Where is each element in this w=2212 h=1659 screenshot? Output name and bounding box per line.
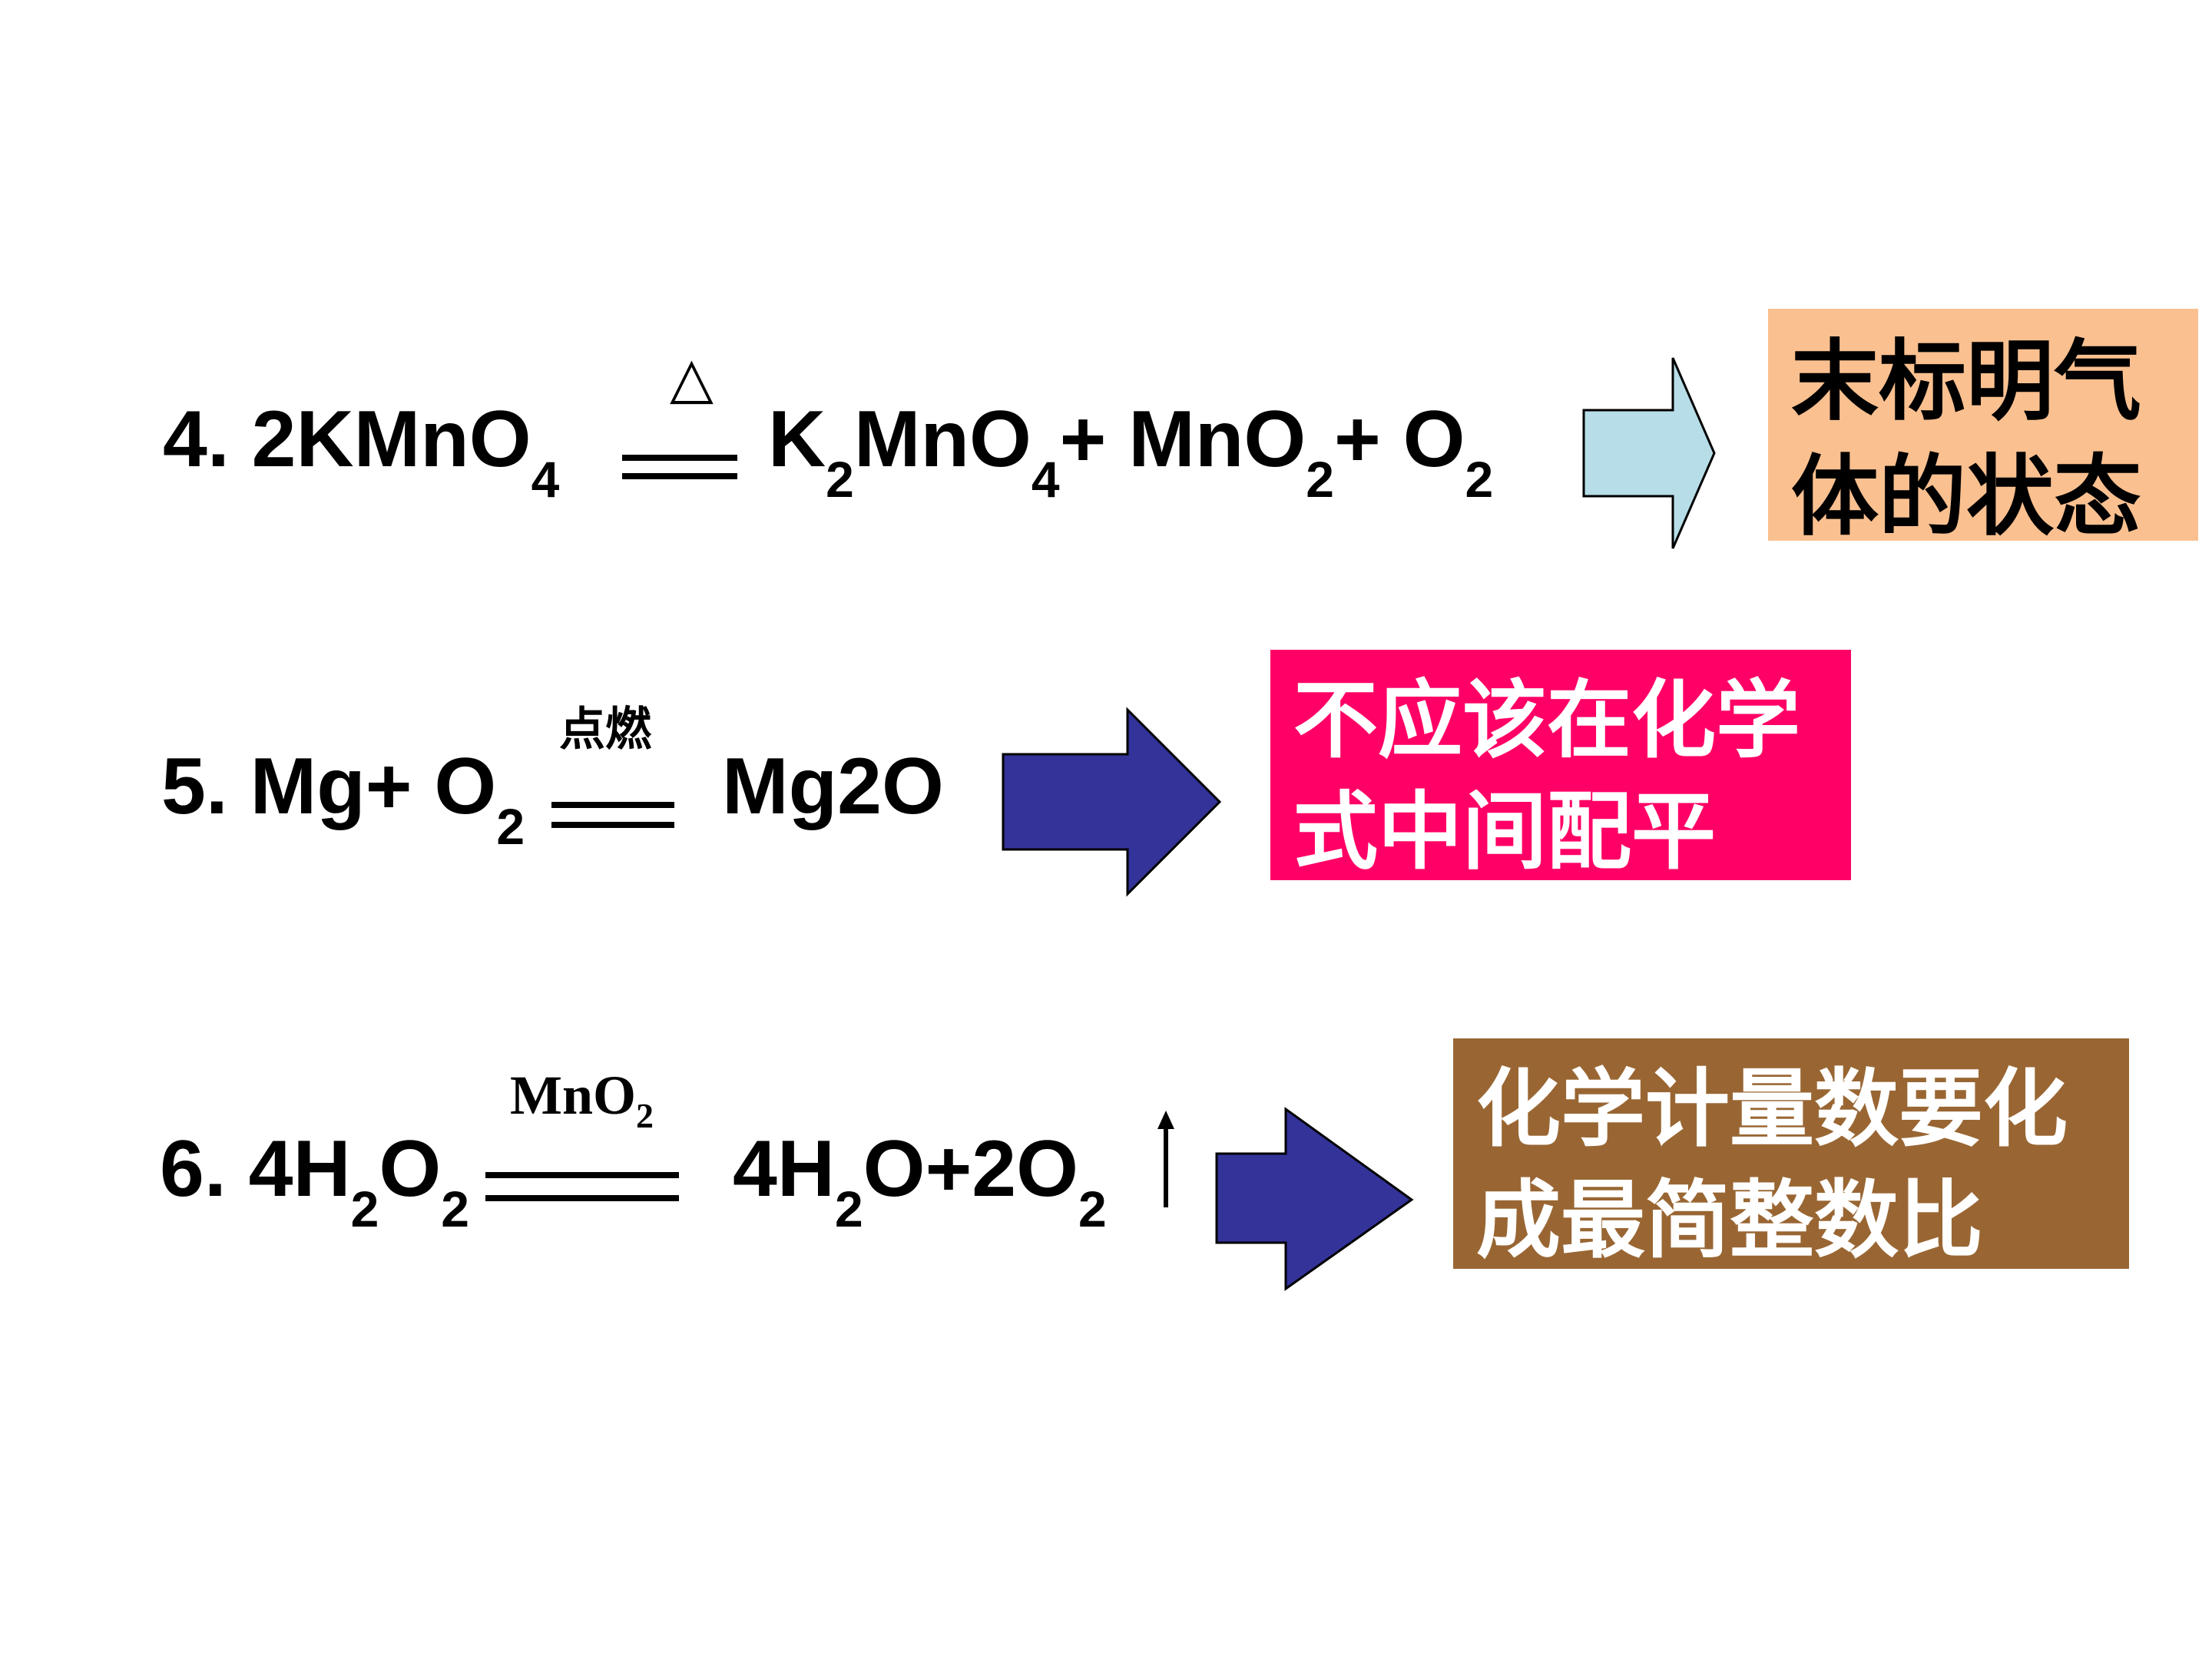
reactant: Mg+ O (250, 742, 497, 831)
equation-4-left: 4. 2KMnO4 (163, 399, 559, 505)
arrow-shape (1215, 1107, 1414, 1291)
product: + MnO (1059, 395, 1306, 484)
equals-bar-top (622, 455, 737, 461)
equation-4-right: K2MnO4+ MnO2+ O2 (768, 399, 1493, 505)
note-text-line: 末标明气 (1791, 330, 2142, 432)
equals-bar-top (485, 1172, 679, 1178)
reaction-condition-ignite: 点燃 (559, 704, 651, 755)
reactant: 4H (248, 1124, 351, 1214)
subscript: 2 (1078, 1181, 1107, 1237)
equals-bar-bottom (551, 822, 674, 828)
reaction-condition-heat: △ (670, 347, 714, 410)
equation-5-right: Mg2O (722, 747, 944, 826)
arrow-shape (1002, 707, 1222, 897)
equals-bar-bottom (485, 1195, 679, 1201)
block-arrow-right-dark (1002, 707, 1222, 897)
note-text-line: 体的状态 (1791, 445, 2142, 548)
subscript: 2 (826, 451, 854, 508)
note-text-line: 化学计量数要化 (1476, 1060, 2068, 1158)
note-box-2: 不应该在化学 式中间配平 (1270, 650, 1851, 881)
equation-6-left: 6. 4H2O2 (160, 1129, 469, 1234)
subscript: 2 (834, 1181, 863, 1237)
subscript: 2 (636, 1096, 654, 1135)
equals-bar-top (551, 802, 674, 808)
note-box-3: 化学计量数要化 成最简整数比 (1453, 1038, 2129, 1270)
note-text-line: 式中间配平 (1293, 783, 1716, 882)
product: Mg2O (722, 742, 944, 831)
block-arrow-right-light (1582, 357, 1716, 549)
note-text-line: 成最简整数比 (1476, 1171, 1983, 1270)
subscript: 2 (496, 798, 525, 855)
note-text-line: 不应该在化学 (1293, 671, 1800, 770)
subscript: 2 (441, 1181, 469, 1237)
subscript: 4 (1031, 451, 1060, 508)
reactant: O (379, 1124, 442, 1214)
equation-6-right: 4H2O+2O2 (733, 1129, 1107, 1234)
subscript: 4 (531, 451, 560, 508)
reactant: 2KMnO (251, 395, 531, 484)
equation-number: 6. (160, 1124, 227, 1214)
equals-bar-bottom (622, 473, 737, 479)
block-arrow-right-dark (1215, 1107, 1414, 1291)
equation-number: 5. (161, 742, 228, 831)
product: MnO (853, 395, 1031, 484)
subscript: 2 (350, 1181, 379, 1237)
subscript: 2 (1306, 451, 1335, 508)
product: + O (1334, 395, 1465, 484)
product: O+2O (863, 1124, 1079, 1214)
subscript: 2 (1465, 451, 1494, 508)
reaction-condition-catalyst: MnO2 (510, 1065, 654, 1134)
product: 4H (733, 1124, 835, 1214)
catalyst: MnO (510, 1065, 637, 1126)
gas-up-arrow-icon (1157, 1111, 1174, 1207)
note-box-1: 末标明气 体的状态 (1768, 309, 2198, 548)
equation-number: 4. (163, 395, 230, 484)
product: K (768, 395, 826, 484)
equation-5-left: 5. Mg+ O2 (161, 747, 525, 852)
arrow-shape (1582, 357, 1716, 549)
